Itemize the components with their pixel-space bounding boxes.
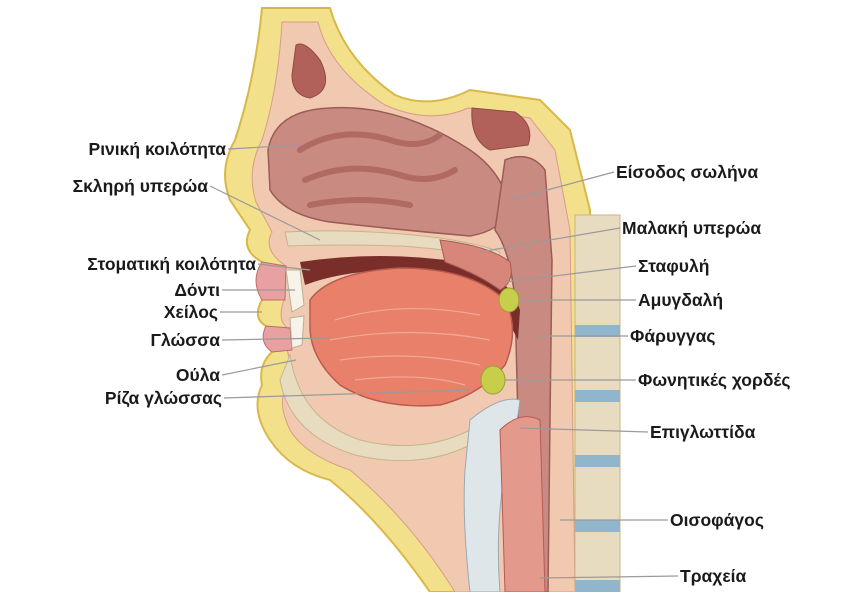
intervertebral-disc xyxy=(575,580,620,592)
label-trachea: Τραχεία xyxy=(680,566,747,586)
label-tongue: Γλώσσα xyxy=(150,330,220,350)
upper-lip xyxy=(256,262,286,300)
intervertebral-disc xyxy=(575,455,620,467)
label-vocal-cords: Φωνητικές χορδές xyxy=(638,370,790,390)
label-tongue-root: Ρίζα γλώσσας xyxy=(105,388,222,409)
tonsil-upper xyxy=(499,288,519,312)
label-lip: Χείλος xyxy=(164,302,218,322)
label-nasal-cavity: Ρινική κοιλότητα xyxy=(89,139,227,159)
intervertebral-disc xyxy=(575,520,620,532)
spine-column xyxy=(575,215,620,592)
label-soft-palate: Μαλακή υπερώα xyxy=(622,218,761,238)
trachea-tube xyxy=(500,417,545,592)
intervertebral-disc xyxy=(575,390,620,402)
label-gums: Ούλα xyxy=(176,365,220,385)
label-oral-cavity: Στοματική κοιλότητα xyxy=(87,254,256,274)
label-tube-entrance: Είσοδος σωλήνα xyxy=(616,162,758,182)
tonsil-lower xyxy=(481,366,505,394)
label-uvula: Σταφυλή xyxy=(638,256,709,276)
label-tooth: Δόντι xyxy=(174,280,220,300)
label-tonsil: Αμυγδαλή xyxy=(638,290,723,310)
lower-tooth xyxy=(290,316,304,348)
intervertebral-disc xyxy=(575,325,620,337)
label-pharynx: Φάρυγγας xyxy=(630,326,715,346)
label-epiglottis: Επιγλωττίδα xyxy=(650,422,756,442)
label-hard-palate: Σκληρή υπερώα xyxy=(73,176,209,196)
cervical-spine xyxy=(575,215,620,592)
label-esophagus: Οισοφάγος xyxy=(670,510,764,530)
